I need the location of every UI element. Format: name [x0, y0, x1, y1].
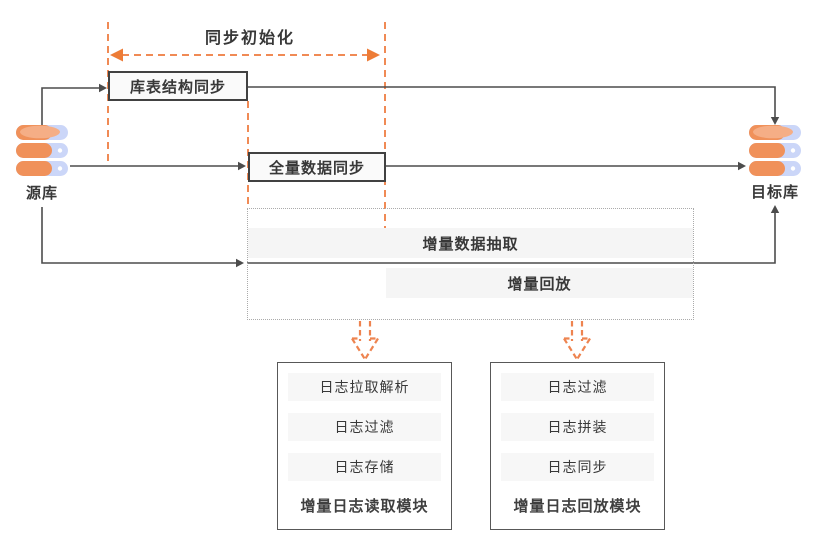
init-phase-label: 同步初始化: [204, 30, 295, 47]
solid-arrowheads: [99, 83, 780, 268]
arrowhead-into-target-down-icon: [770, 117, 780, 125]
arrowhead-into-schema-icon: [99, 83, 107, 93]
dashed-down-arrows: [351, 321, 591, 360]
connector-schema-to-target: [248, 86, 776, 118]
dashed-down-arrow-right-icon: [563, 321, 591, 360]
connector-incremental-to-target: [247, 213, 776, 264]
source-db-label: 源库: [25, 184, 58, 202]
node-schema-sync: 库表结构同步: [108, 71, 248, 101]
module-item: 日志同步: [501, 453, 654, 481]
module-item: 日志存储: [288, 453, 441, 481]
module-log-replayer-label: 增量日志回放模块: [513, 498, 642, 515]
incremental-group-frame: [247, 208, 694, 320]
arrowhead-into-target-up-icon: [770, 205, 780, 213]
module-item: 日志拼装: [501, 413, 654, 441]
dashed-down-arrow-left-icon: [351, 321, 379, 360]
node-incr-extract: 增量数据抽取: [248, 228, 693, 258]
phase-boundary-dashed-lines: [107, 22, 386, 228]
module-item: 日志过滤: [288, 413, 441, 441]
arrowhead-into-full-icon: [238, 161, 246, 171]
module-log-reader: 日志拉取解析 日志过滤 日志存储 增量日志读取模块: [277, 362, 452, 530]
arrowhead-into-incremental-icon: [236, 258, 244, 268]
module-log-replayer: 日志过滤 日志拼装 日志同步 增量日志回放模块: [490, 362, 665, 530]
init-span-arrowheads: [110, 48, 380, 62]
module-item: 日志拉取解析: [288, 373, 441, 401]
arrowhead-right-icon: [367, 48, 380, 62]
target-database-icon: [749, 125, 801, 176]
node-full-sync: 全量数据同步: [248, 152, 386, 182]
connector-source-to-schema: [41, 87, 100, 128]
node-incr-replay: 增量回放: [386, 268, 693, 298]
connector-source-to-incremental: [41, 207, 237, 264]
source-database-icon: [16, 125, 68, 176]
arrowhead-left-icon: [110, 48, 123, 62]
arrowhead-into-target-right-icon: [738, 161, 746, 171]
solid-connectors: [41, 86, 776, 264]
module-item: 日志过滤: [501, 373, 654, 401]
module-log-reader-label: 增量日志读取模块: [300, 498, 429, 515]
target-db-label: 目标库: [750, 183, 799, 201]
